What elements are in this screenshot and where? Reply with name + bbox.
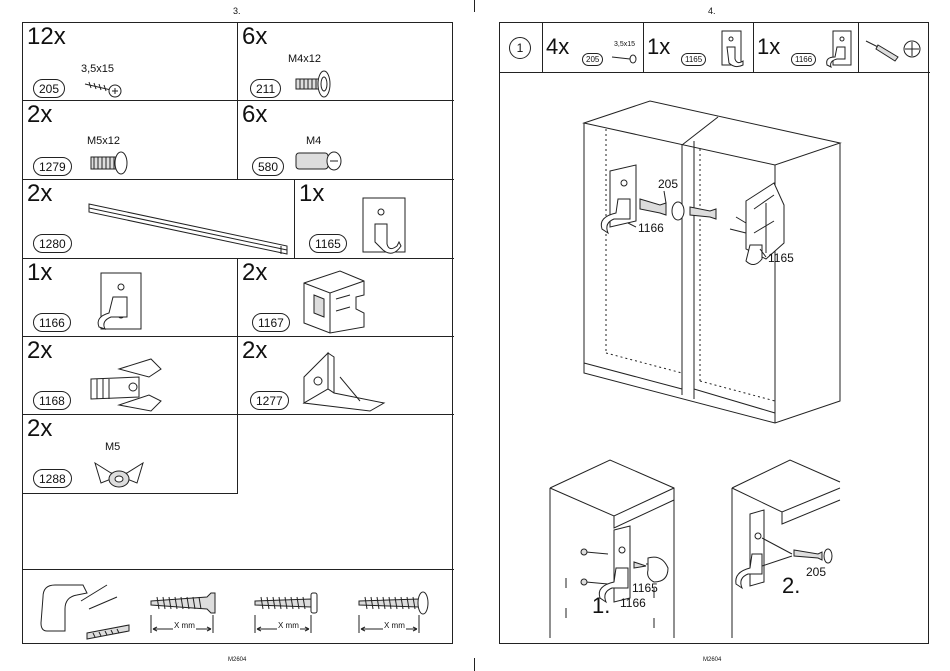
left-footer-code: M2604 xyxy=(228,657,246,663)
part-cell-1288: 2x M5 1288 xyxy=(23,415,238,494)
barrel-nut-icon xyxy=(296,149,346,179)
part-cell-205: 12x 3,5x15 205 xyxy=(23,23,238,101)
part-code-badge: 205 xyxy=(33,79,65,98)
part-code-badge: 1167 xyxy=(252,313,290,332)
screw-length-label: X mm xyxy=(277,621,300,630)
bolt-icon xyxy=(296,69,336,99)
part-cell-1279: 2x M5x12 1279 xyxy=(23,101,238,180)
part-code-badge: 1277 xyxy=(250,391,289,410)
corner-bracket-icon xyxy=(300,347,390,415)
part-qty: 2x xyxy=(242,259,267,287)
part-spec: M5x12 xyxy=(87,135,120,147)
screw-length-label: X mm xyxy=(383,621,406,630)
page-divider-top xyxy=(474,0,475,12)
part-qty: 6x xyxy=(242,101,267,129)
detail-1-label-b: 1166 xyxy=(620,596,646,610)
plastic-bracket-icon xyxy=(300,267,370,335)
anchor-screw-icon xyxy=(37,579,137,641)
part-qty: 1x xyxy=(27,259,52,287)
part-qty: 2x xyxy=(242,337,267,365)
screw-guide-divider xyxy=(23,569,454,570)
clip-bracket-icon xyxy=(89,355,169,413)
part-cell-1168: 2x 1168 xyxy=(23,337,238,415)
part-spec: M4 xyxy=(306,135,321,147)
part-code-badge: 1288 xyxy=(33,469,72,488)
detail-2-label: 205 xyxy=(806,565,826,579)
left-page-number: 3. xyxy=(233,6,241,16)
wing-nut-icon xyxy=(93,457,145,493)
part-qty: 1x xyxy=(299,180,324,208)
part-qty: 2x xyxy=(27,180,52,208)
part-cell-1167: 2x 1167 xyxy=(238,259,454,337)
screw-length-label: X mm xyxy=(173,621,196,630)
part-cell-1165: 1x 1165 xyxy=(295,180,454,259)
detail-1-diagram xyxy=(550,458,680,638)
detail-1-step-number: 1. xyxy=(592,593,610,619)
detail-2-step-number: 2. xyxy=(782,573,800,599)
screw-icon xyxy=(85,79,125,99)
part-qty: 2x xyxy=(27,101,52,129)
hook-bracket-icon xyxy=(91,269,151,335)
hook-bracket-icon xyxy=(359,194,419,256)
part-code-badge: 1279 xyxy=(33,157,72,176)
part-qty: 2x xyxy=(27,337,52,365)
page-divider-bottom xyxy=(474,658,475,671)
part-spec: 3,5x15 xyxy=(81,63,114,75)
right-page-number: 4. xyxy=(708,6,716,16)
part-cell-1280: 2x 1280 xyxy=(23,180,295,259)
part-qty: 12x xyxy=(27,23,66,51)
part-cell-580: 6x M4 580 xyxy=(238,101,454,180)
part-code-badge: 580 xyxy=(252,157,284,176)
bolt-icon xyxy=(91,151,133,181)
part-code-badge: 1280 xyxy=(33,234,72,253)
part-code-badge: 211 xyxy=(250,79,281,98)
part-code-badge: 1165 xyxy=(309,234,347,253)
part-cell-1277: 2x 1277 xyxy=(238,337,454,415)
part-spec: M4x12 xyxy=(288,53,321,65)
part-cell-1166: 1x 1166 xyxy=(23,259,238,337)
part-qty: 2x xyxy=(27,415,52,443)
detail-2-diagram xyxy=(732,458,842,638)
right-footer-code: M2604 xyxy=(703,657,721,663)
left-parts-sheet: 12x 3,5x15 205 6x M4x12 211 2x M5x12 127… xyxy=(22,22,453,644)
detail-1-label-a: 1165 xyxy=(632,581,658,595)
part-qty: 6x xyxy=(242,23,267,51)
part-code-badge: 1166 xyxy=(33,313,71,332)
rail-icon xyxy=(85,202,290,257)
right-instruction-sheet: 1 4x 205 3,5x15 1x 1165 1x 1166 xyxy=(499,22,929,644)
part-code-badge: 1168 xyxy=(33,391,71,410)
part-cell-211: 6x M4x12 211 xyxy=(238,23,454,101)
part-spec: M5 xyxy=(105,441,120,453)
